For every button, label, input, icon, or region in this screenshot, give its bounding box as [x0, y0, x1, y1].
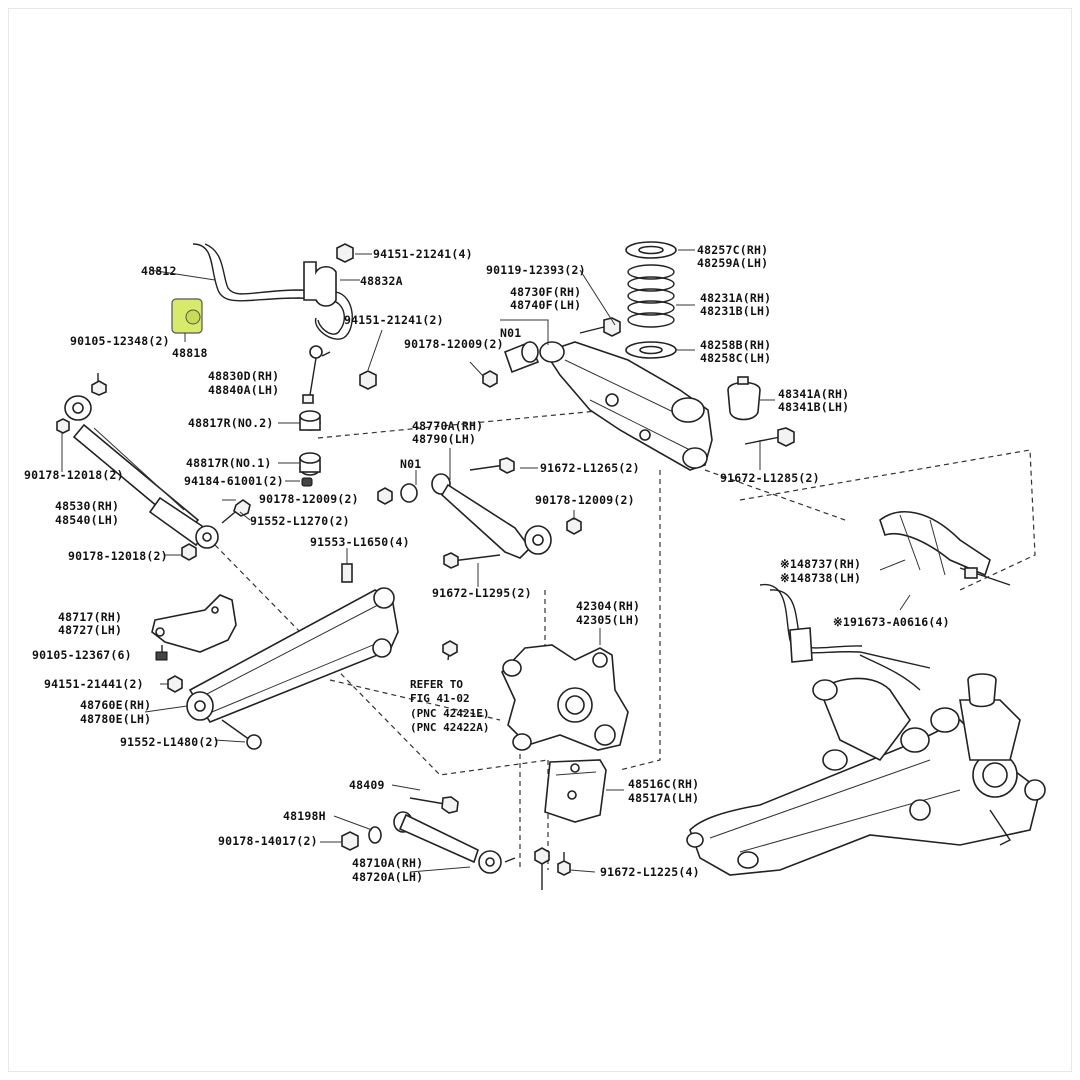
link-bushings	[278, 410, 321, 487]
label-91552-l1270: 91552-L1270(2)	[250, 514, 350, 528]
label-90178-12018-a: 90178-12018(2)	[24, 468, 124, 482]
label-91552-l1480: 91552-L1480(2)	[120, 735, 220, 749]
label-48738: ※148738(LH)	[780, 571, 862, 585]
label-48817r-no2: 48817R(NO.2)	[188, 416, 274, 430]
label-48770a: 48770A(RH)	[412, 419, 484, 433]
label-48231b: 48231B(LH)	[700, 304, 772, 318]
leader-lines	[144, 249, 911, 873]
refer-line-4: (PNC 42422A)	[410, 721, 490, 734]
label-91673-a0616: ※191673-A0616(4)	[833, 615, 950, 629]
spring-seat-bottom	[625, 341, 677, 359]
label-48790: 48790(LH)	[412, 432, 477, 446]
suspension-assembly-overview	[686, 511, 1046, 876]
label-91672-l1295: 91672-L1295(2)	[432, 586, 532, 600]
upper-arm-48730f	[539, 341, 713, 471]
label-48341b: 48341B(LH)	[778, 400, 850, 414]
label-90105-12348: 90105-12348(2)	[70, 334, 170, 348]
shock-absorber	[56, 373, 393, 561]
spring-seat-top	[625, 241, 677, 259]
label-48730f: 48730F(RH)	[510, 285, 582, 299]
label-90119-12393: 90119-12393(2)	[486, 263, 586, 277]
label-48830d: 48830D(RH)	[208, 369, 280, 383]
label-94151-21241-2: 94151-21241(2)	[344, 313, 444, 327]
image-frame	[8, 8, 1072, 1072]
label-48818: 48818	[172, 346, 208, 360]
label-90178-12009-c: 90178-12009(2)	[535, 493, 635, 507]
label-48760e: 48760E(RH)	[80, 698, 152, 712]
label-90178-12018-b: 90178-12018(2)	[68, 549, 168, 563]
label-48780e: 48780E(LH)	[80, 712, 152, 726]
label-n01-b: N01	[400, 457, 422, 471]
bracket-48832a	[303, 261, 360, 307]
label-42304: 42304(RH)	[576, 599, 641, 613]
label-48740f: 48740F(LH)	[510, 298, 582, 312]
bracket-48516c	[544, 759, 607, 876]
label-90105-12367: 90105-12367(6)	[32, 648, 132, 662]
label-48530: 48530(RH)	[55, 499, 120, 513]
label-91672-l1225: 91672-L1225(4)	[600, 865, 700, 879]
knuckle	[442, 640, 629, 751]
stabilizer-bar	[149, 243, 353, 340]
label-48727: 48727(LH)	[58, 623, 123, 637]
label-48517a: 48517A(LH)	[628, 791, 700, 805]
label-90178-12009-a: 90178-12009(2)	[259, 492, 359, 506]
nut-94151-top	[336, 243, 372, 263]
stabilizer-link	[302, 329, 383, 404]
label-48710a: 48710A(RH)	[352, 856, 424, 870]
refer-line-3: (PNC 42421E)	[410, 707, 490, 720]
label-48198h: 48198H	[283, 809, 326, 823]
label-48540: 48540(LH)	[55, 513, 120, 527]
label-48257c: 48257C(RH)	[697, 243, 769, 257]
arm-48770a	[400, 457, 582, 569]
refer-line-2: FIG 41-02	[410, 692, 470, 705]
label-48717: 48717(RH)	[58, 610, 123, 624]
label-48832a: 48832A	[360, 274, 403, 288]
label-42305: 42305(LH)	[576, 613, 641, 627]
upper-arm-bushing	[469, 269, 621, 388]
label-91672-l1265: 91672-L1265(2)	[540, 461, 640, 475]
label-48258c: 48258C(LH)	[700, 351, 772, 365]
bushing-48818-highlight	[171, 298, 203, 342]
label-n01-a: N01	[500, 326, 522, 340]
label-48817r-no1: 48817R(NO.1)	[186, 456, 272, 470]
label-94151-21441: 94151-21441(2)	[44, 677, 144, 691]
label-94151-21241-4: 94151-21241(4)	[373, 247, 473, 261]
label-48812: 48812	[141, 264, 177, 278]
refer-line-1: REFER TO	[410, 678, 463, 691]
label-91553-l1650: 91553-L1650(4)	[310, 535, 410, 549]
label-48737: ※148737(RH)	[780, 557, 862, 571]
label-48259a: 48259A(LH)	[697, 256, 769, 270]
label-48516c: 48516C(RH)	[628, 777, 700, 791]
label-48231a: 48231A(RH)	[700, 291, 772, 305]
bump-stopper	[727, 376, 795, 447]
label-48409: 48409	[349, 778, 385, 792]
label-90178-12009-b: 90178-12009(2)	[404, 337, 504, 351]
coil-spring	[627, 264, 675, 328]
bracket-48717	[151, 594, 237, 661]
label-48258b: 48258B(RH)	[700, 338, 772, 352]
label-48720a: 48720A(LH)	[352, 870, 424, 884]
label-48341a: 48341A(RH)	[778, 387, 850, 401]
label-94184-61001: 94184-61001(2)	[184, 474, 284, 488]
label-48840a: 48840A(LH)	[208, 383, 280, 397]
label-91672-l1285: 91672-L1285(2)	[720, 471, 820, 485]
label-90178-14017: 90178-14017(2)	[218, 834, 318, 848]
toe-rod	[341, 796, 550, 890]
lower-arm-48760e	[160, 563, 399, 750]
